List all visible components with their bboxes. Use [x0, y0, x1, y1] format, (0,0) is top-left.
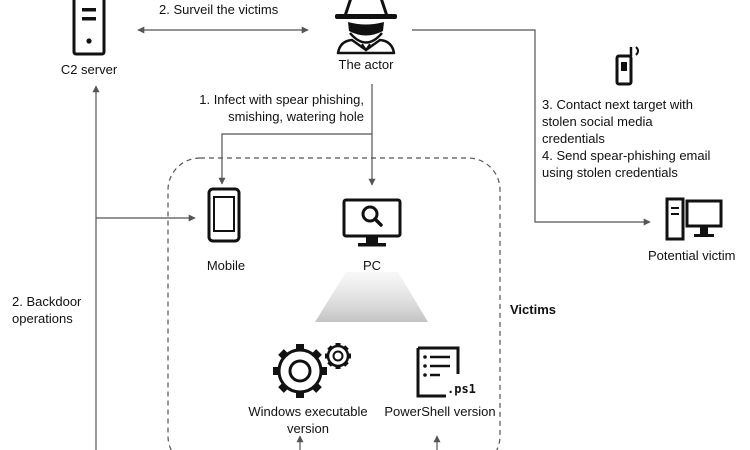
surveil-label: 2. Surveil the victims [159, 2, 279, 17]
mobile-icon [207, 187, 241, 243]
contact-label-line-2: stolen social media [542, 114, 653, 129]
contact-label-line-1: 3. Contact next target with [542, 97, 694, 112]
hacker-icon [335, 0, 397, 55]
actor-to-potential-victim-arrow [412, 29, 651, 226]
connectors [92, 26, 651, 450]
ps1-extension-label: .ps1 [447, 382, 476, 396]
pc-label: PC [362, 258, 382, 273]
pc-beam [315, 272, 428, 322]
script-file-icon [416, 346, 460, 398]
gears-icon [273, 343, 351, 398]
server-icon [72, 0, 106, 56]
backdoor-label: 2. Backdoor operations [12, 293, 81, 327]
backdoor-label-line-2: operations [12, 311, 73, 326]
infect-label: 1. Infect with spear phishing, smishing,… [182, 91, 364, 125]
desktop-computer-icon [665, 197, 723, 241]
actor-label: The actor [338, 57, 394, 72]
c2-server-label: C2 server [60, 62, 118, 77]
contact-label: 3. Contact next target with stolen socia… [542, 96, 710, 181]
contact-label-line-4: 4. Send spear-phishing email [542, 148, 711, 163]
windows-exe-label: Windows executable version [238, 403, 378, 437]
windows-exe-label-line-1: Windows executable [248, 404, 368, 419]
mobile-label: Mobile [206, 258, 246, 273]
monitor-search-icon [342, 198, 402, 247]
backdoor-label-line-1: 2. Backdoor [12, 294, 82, 309]
actor-to-mobile-arrow [218, 133, 372, 185]
victims-group-boundary [167, 157, 501, 450]
phone-icon [615, 46, 639, 86]
infect-label-line-2: smishing, watering hole [228, 109, 364, 124]
contact-label-line-5: using stolen credentials [542, 165, 678, 180]
potential-victim-label: Potential victim [648, 248, 736, 263]
victims-group-label: Victims [510, 302, 557, 317]
contact-label-line-3: credentials [542, 131, 605, 146]
powershell-label: PowerShell version [384, 404, 496, 419]
infect-label-line-1: 1. Infect with spear phishing, [199, 92, 364, 107]
windows-exe-label-line-2: version [287, 421, 329, 436]
